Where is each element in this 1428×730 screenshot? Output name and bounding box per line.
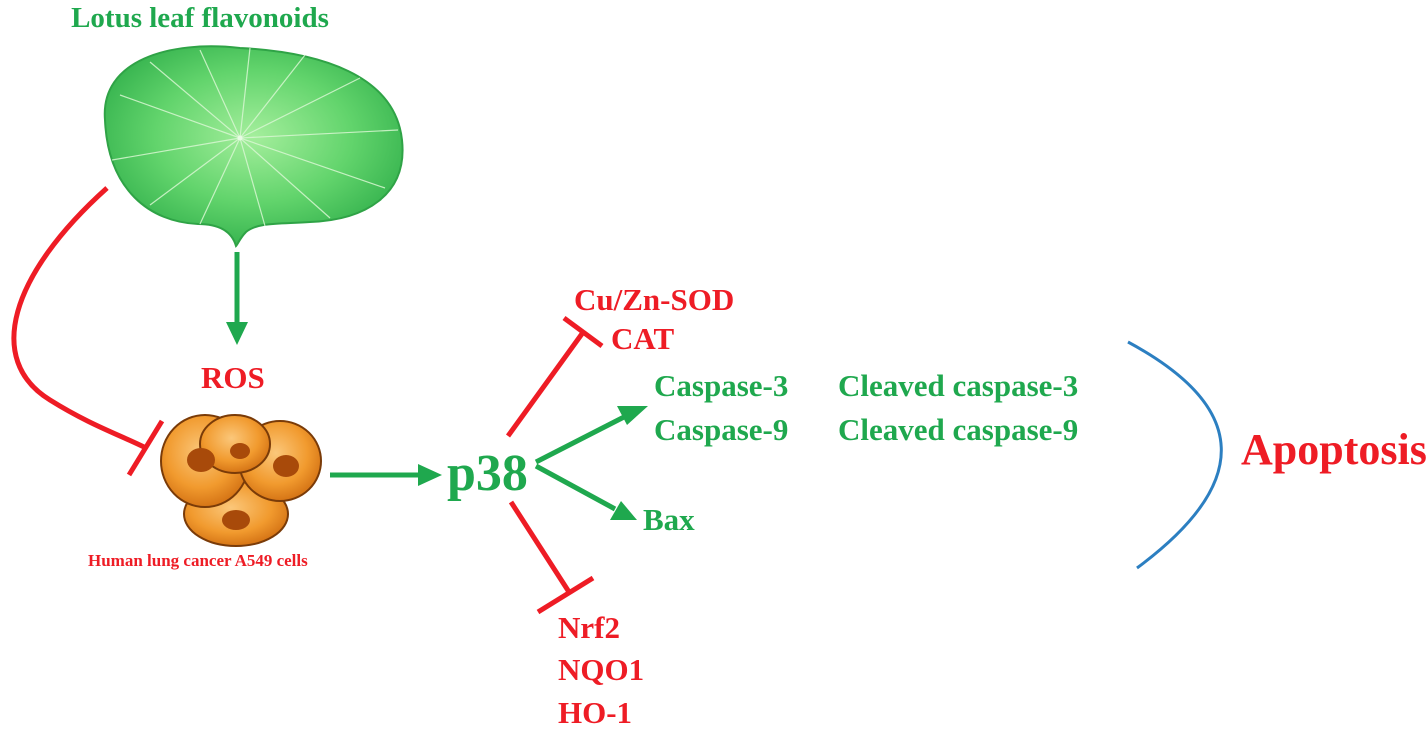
- apoptosis-label: Apoptosis: [1241, 425, 1427, 474]
- nqo1-label: NQO1: [558, 652, 645, 687]
- apoptosis-bracket: [1127, 340, 1223, 570]
- leaf-to-ros-arrow: [226, 252, 248, 345]
- nrf2-label: Nrf2: [558, 610, 620, 645]
- leaf-inhibits-cells: [11, 186, 165, 477]
- ho1-label: HO-1: [558, 695, 633, 730]
- caspase3-label: Caspase-3: [654, 368, 789, 403]
- bax-label: Bax: [643, 502, 695, 537]
- cleaved-caspase3-label: Cleaved caspase-3: [838, 368, 1079, 403]
- diagram-title: Lotus leaf flavonoids: [71, 2, 329, 34]
- cells-label: Human lung cancer A549 cells: [88, 551, 308, 570]
- cleaved-caspase9-label: Cleaved caspase-9: [838, 412, 1079, 447]
- p38-inhibits-sod-cat: [505, 315, 604, 438]
- caspase9-label: Caspase-9: [654, 412, 789, 447]
- cancer-cells-icon: [160, 414, 322, 547]
- cat-label: CAT: [611, 321, 675, 356]
- cells-to-p38-arrow: [330, 464, 442, 486]
- p38-to-bax-arrow: [534, 463, 637, 520]
- p38-label: p38: [447, 445, 528, 502]
- p38-inhibits-nrf2: [508, 500, 595, 615]
- lotus-leaf-icon: [103, 45, 404, 248]
- p38-to-caspases-arrow: [534, 406, 648, 465]
- ros-label: ROS: [201, 360, 265, 395]
- sod-label: Cu/Zn-SOD: [574, 282, 735, 317]
